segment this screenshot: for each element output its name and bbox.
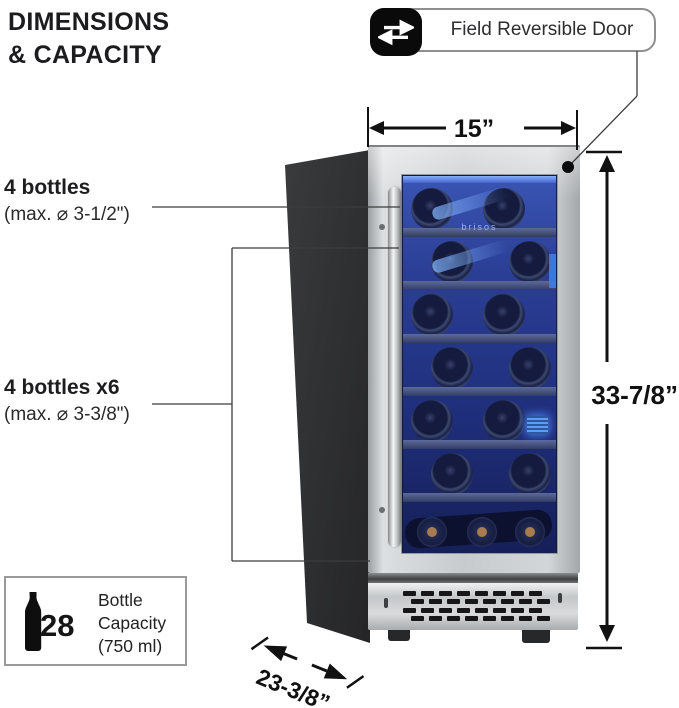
handle-mount-top (379, 224, 385, 230)
wine-bottle-cork (467, 517, 497, 547)
bottle-row (403, 449, 556, 502)
led-light-strip (403, 176, 556, 183)
wine-bottle-base (509, 347, 551, 389)
wine-bottle-cork (417, 517, 447, 547)
annotation-top-subtitle: (max. ⌀ 3-1/2") (4, 204, 130, 225)
bottle-row (403, 237, 556, 290)
wine-bottle-base (509, 453, 551, 495)
shelf (403, 228, 556, 237)
shelf (403, 281, 556, 290)
shelf (403, 387, 556, 396)
foot-left (388, 630, 410, 641)
capacity-line3: (750 ml) (98, 636, 163, 657)
kickplate-screw-left (384, 598, 388, 608)
wine-bottle-icon (21, 591, 45, 658)
door-handle (388, 187, 401, 547)
page-title: DIMENSIONS & CAPACITY (8, 6, 169, 72)
wine-bottle-base (483, 294, 525, 336)
ventilation-grille (402, 589, 550, 625)
bottle-row (403, 343, 556, 396)
wine-bottle-base (509, 241, 551, 283)
bottle-capacity-box: 28 Bottle Capacity (750 ml) (4, 576, 187, 666)
door-bottom-gap (368, 573, 578, 583)
swap-arrows-icon (370, 8, 422, 56)
annotation-top-title: 4 bottles (4, 176, 91, 199)
capacity-count: 28 (40, 608, 75, 643)
glass-door-window: brisos (401, 174, 558, 554)
temperature-display (527, 416, 548, 434)
field-reversible-door-badge: Field Reversible Door (370, 8, 656, 56)
wine-bottle-base (431, 453, 473, 495)
bottle-row (403, 502, 556, 552)
badge-label: Field Reversible Door (450, 19, 634, 40)
wine-bottle-base (431, 347, 473, 389)
annotation-middle-title: 4 bottles x6 (4, 376, 120, 399)
shelf (403, 334, 556, 343)
capacity-text: Bottle Capacity (750 ml) (98, 589, 166, 658)
kickplate (368, 583, 578, 630)
kickplate-screw-right (558, 593, 562, 603)
capacity-line2: Capacity (98, 613, 167, 634)
capacity-line1: Bottle (98, 590, 143, 610)
foot-right (522, 630, 550, 643)
wine-bottle-base (411, 294, 453, 336)
annotation-middle-shelves: 4 bottles x6 (max. ⌀ 3-3/8") (4, 376, 130, 426)
cabinet-side-panel (285, 150, 370, 643)
bottle-row (403, 290, 556, 343)
brand-logo: brisos (461, 222, 498, 232)
bottle-row (403, 184, 556, 237)
page-title-line2: & CAPACITY (8, 41, 162, 69)
interior-light-reflection (549, 254, 556, 288)
wine-bottle-base (483, 400, 525, 442)
wine-bottle-cork (515, 517, 545, 547)
handle-mount-bottom (379, 507, 385, 513)
bottle-row (403, 396, 556, 449)
shelf (403, 440, 556, 449)
bottle-shelves (403, 176, 556, 552)
wine-bottle-base (411, 400, 453, 442)
shelf (403, 493, 556, 502)
annotation-top-shelf: 4 bottles (max. ⌀ 3-1/2") (4, 176, 130, 226)
page-title-line1: DIMENSIONS (8, 8, 170, 36)
annotation-middle-subtitle: (max. ⌀ 3-3/8") (4, 404, 130, 425)
